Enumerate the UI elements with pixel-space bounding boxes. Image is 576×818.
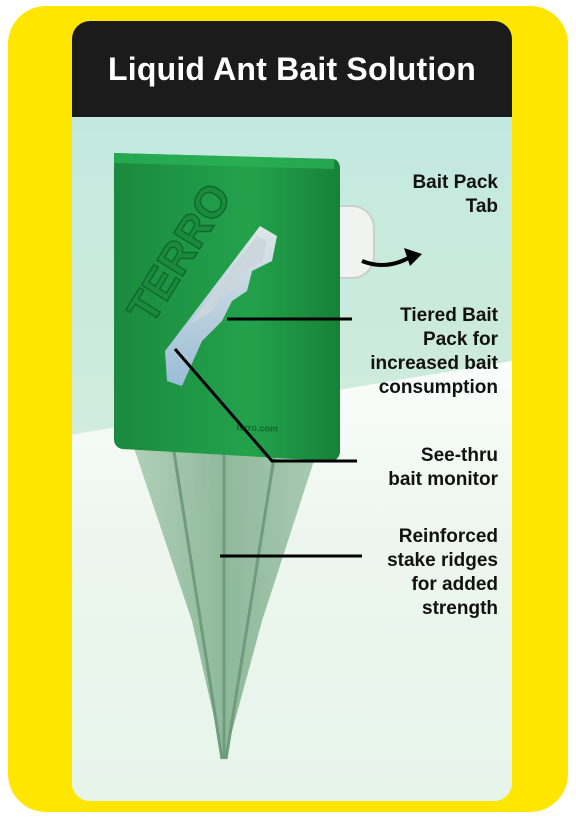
page-title: Liquid Ant Bait Solution (72, 21, 512, 117)
arrow-head-icon (404, 248, 422, 266)
yellow-frame: TERRO terro.com Liquid Ant Bait Solution… (8, 6, 568, 812)
stake-ridge (170, 438, 224, 760)
tiered-bait-pack (187, 236, 267, 326)
callout-stake-ridges: Reinforced stake ridges for added streng… (387, 526, 498, 619)
bait-station-body: TERRO terro.com (114, 153, 340, 461)
stake-ridge (224, 438, 279, 760)
bait-station-illustration: TERRO terro.com (114, 153, 422, 761)
callout-bait-pack-tab: Bait Pack Tab (412, 172, 498, 217)
callout-tiered-bait-pack: Tiered Bait Pack for increased bait cons… (370, 305, 498, 398)
stake (130, 436, 322, 761)
monitor-callout-line (173, 348, 357, 463)
product-panel: TERRO terro.com Liquid Ant Bait Solution… (72, 21, 512, 801)
brand-url: terro.com (236, 422, 278, 433)
callout-see-thru-monitor: See-thru bait monitor (388, 445, 498, 490)
